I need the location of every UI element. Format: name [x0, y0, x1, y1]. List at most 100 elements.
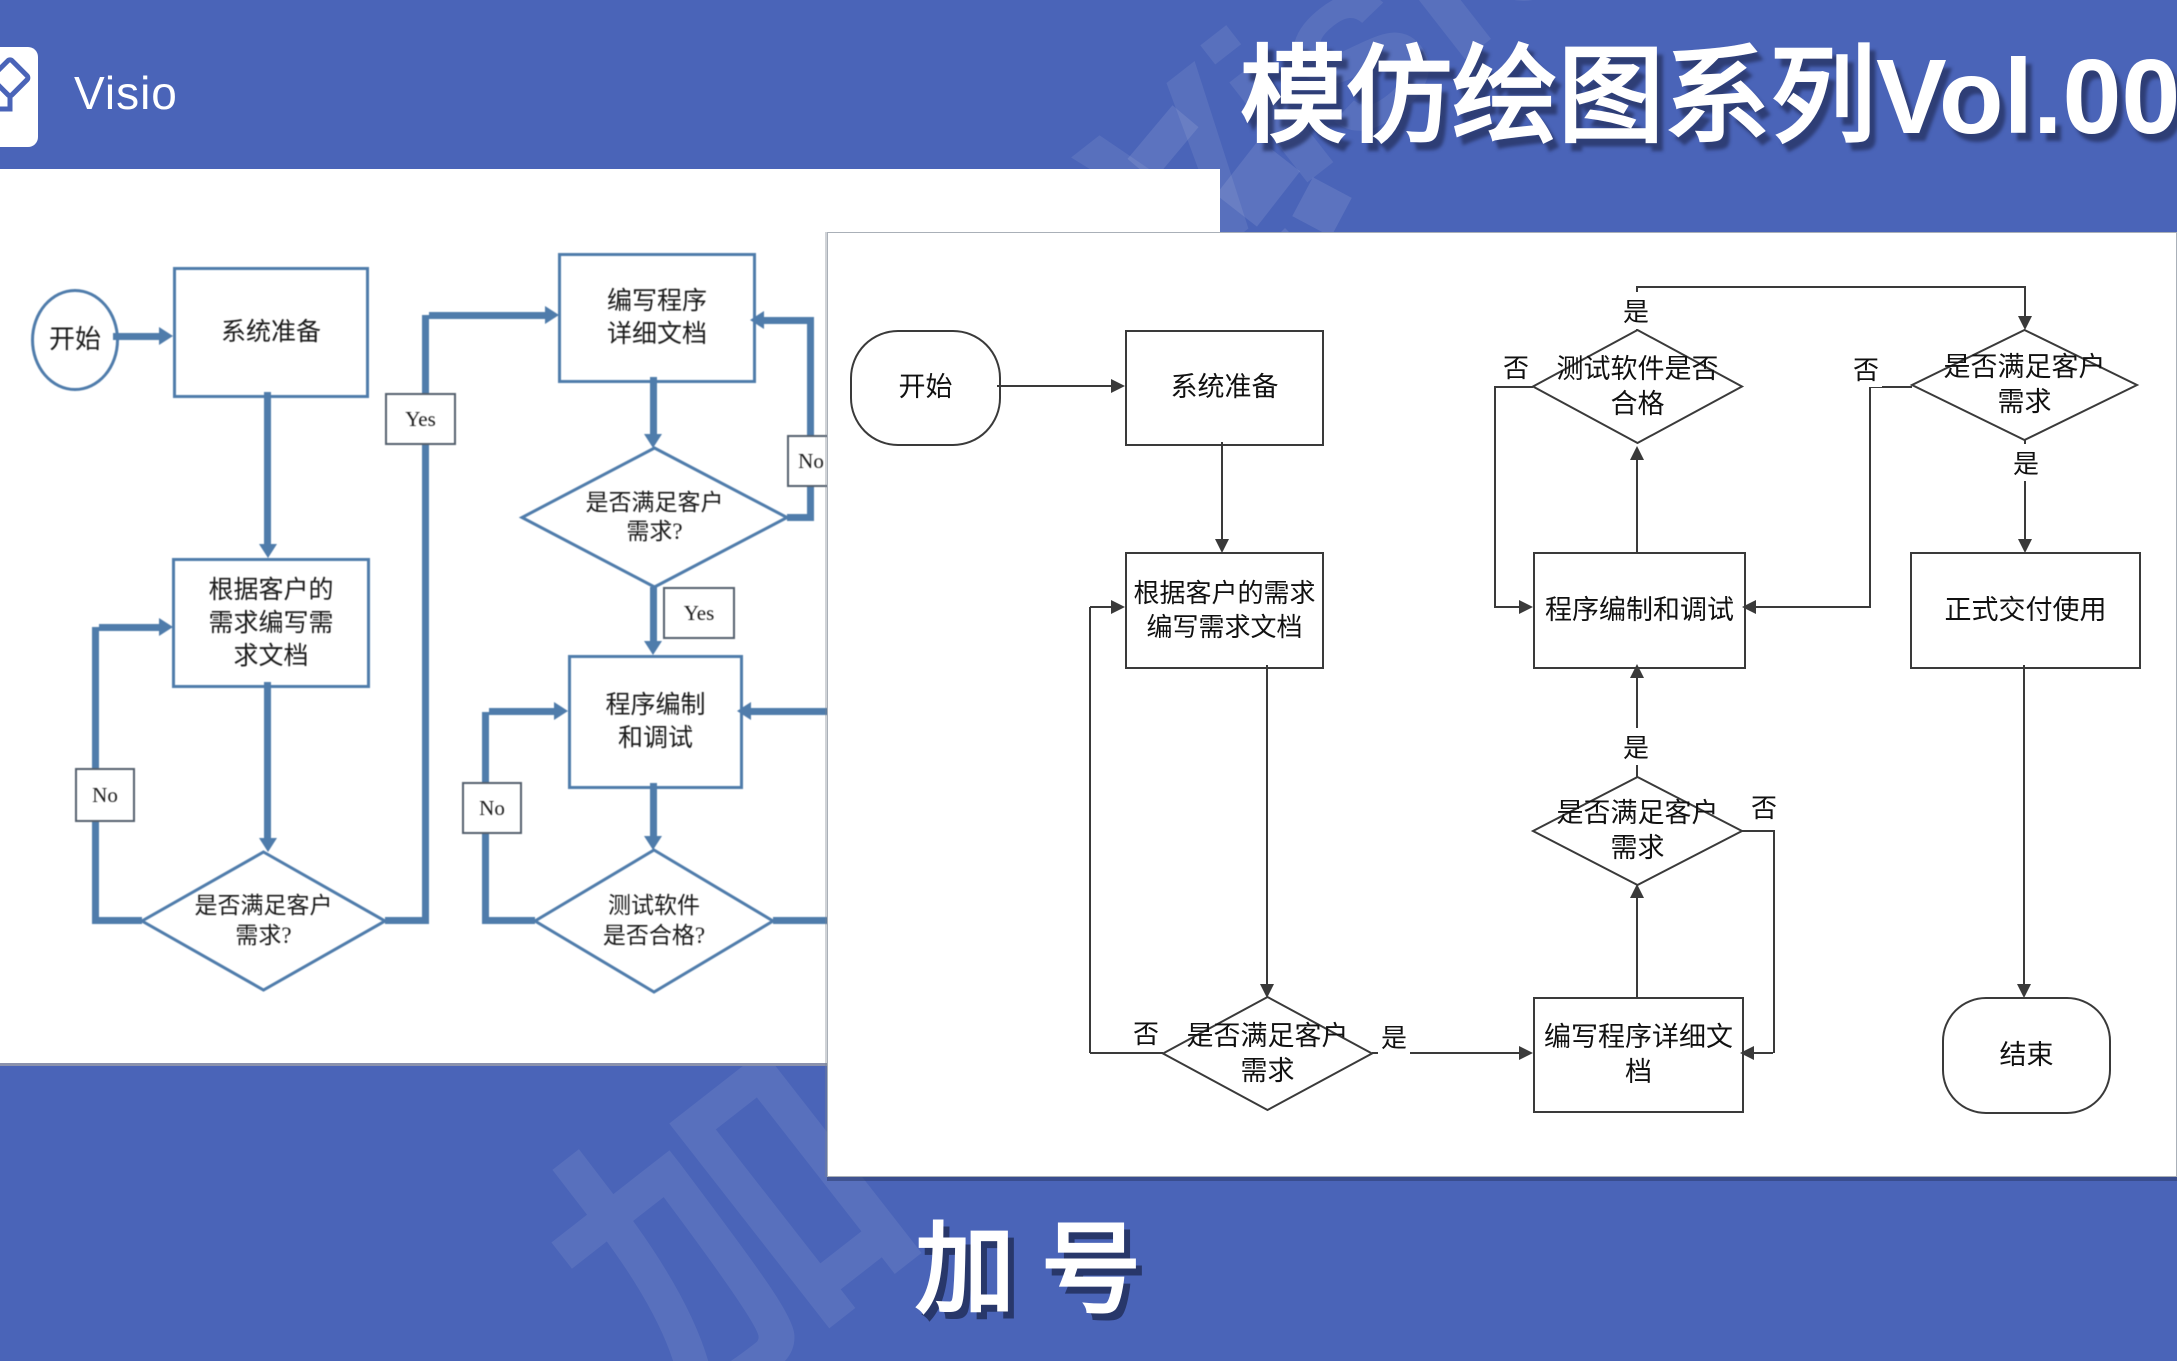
connector: [1494, 386, 1533, 388]
connector: [1742, 830, 1775, 832]
connector: [1756, 606, 1870, 608]
connector: [2024, 440, 2026, 539]
flow-node-program: 程序编制和调试: [568, 655, 743, 789]
connector: [1494, 387, 1496, 608]
connector: [385, 917, 425, 924]
arrowhead: [1630, 664, 1644, 678]
flow-decision-test: 测试软件是否合格?: [535, 850, 773, 992]
label-yes: 是: [1378, 1018, 1411, 1055]
arrowhead: [1519, 1046, 1533, 1060]
connector: [2024, 287, 2026, 317]
flow-decision-meet-need-1: 是否满足客户需求?: [142, 852, 385, 990]
connector: [1090, 1052, 1163, 1054]
label-no: 否: [1850, 350, 1883, 387]
flow-node-start: 开始: [31, 289, 119, 391]
visio-logo-glyph: [0, 57, 31, 112]
connector: [489, 708, 554, 715]
label-no: No: [462, 782, 522, 834]
arrowhead: [644, 836, 662, 850]
arrowhead: [159, 618, 173, 636]
connector: [95, 917, 142, 924]
label-no: No: [75, 768, 135, 822]
flow-node-deliver: 正式交付使用: [1910, 552, 2141, 669]
connector: [1496, 606, 1519, 608]
flow-decision-test: 测试软件是否合格: [1533, 330, 1742, 443]
connector: [1636, 898, 1638, 997]
arrowhead: [644, 641, 662, 655]
arrowhead: [750, 311, 764, 329]
arrowhead: [1519, 600, 1533, 614]
connector: [1773, 831, 1775, 1053]
label-no: 否: [1500, 348, 1533, 385]
arrowhead: [737, 702, 751, 720]
flow-node-prepare: 系统准备: [1125, 330, 1324, 446]
label-yes: 是: [2010, 444, 2043, 481]
arrowhead: [1630, 884, 1644, 898]
page-title: 模仿绘图系列Vol.00: [1240, 38, 2177, 156]
connector: [997, 385, 1111, 387]
connector: [489, 917, 535, 924]
flow-node-end: 结束: [1942, 997, 2111, 1114]
connector: [1089, 607, 1091, 1053]
label-no: 否: [1130, 1014, 1163, 1051]
label-no: 否: [1748, 788, 1781, 825]
connector: [113, 333, 159, 340]
arrowhead: [1111, 600, 1125, 614]
connector: [1372, 1052, 1519, 1054]
connector: [1221, 442, 1223, 539]
flow-decision-meet-need-2: 是否满足客户需求?: [522, 448, 787, 587]
label-yes: Yes: [385, 393, 456, 445]
flow-node-write-req: 根据客户的需求编写需求文档: [172, 558, 370, 688]
arrowhead: [259, 544, 277, 558]
connector: [2023, 665, 2025, 984]
connector: [1636, 460, 1638, 552]
footer-caption: 加号: [915, 1214, 1167, 1326]
arrowhead: [554, 702, 568, 720]
arrowhead: [2017, 984, 2031, 998]
connector: [1870, 386, 1912, 388]
brand-name: Visio: [74, 67, 178, 119]
connector: [650, 783, 657, 836]
arrowhead: [1740, 1046, 1754, 1060]
flow-node-detail-doc: 编写程序详细文档: [1533, 997, 1744, 1113]
flow-decision-meet-need-bottom: 是否满足客户需求: [1163, 997, 1372, 1110]
arrowhead: [1630, 446, 1644, 460]
connector: [264, 392, 271, 544]
label-yes: 是: [1620, 292, 1653, 329]
connector: [787, 514, 814, 521]
flow-node-detail-doc: 编写程序详细文档: [558, 253, 756, 383]
label-yes: 是: [1620, 728, 1653, 765]
label-yes: Yes: [663, 587, 735, 639]
connector: [1869, 387, 1871, 608]
connector: [422, 315, 429, 924]
arrowhead: [545, 306, 559, 324]
connector: [751, 708, 840, 715]
connector: [764, 317, 814, 324]
connector: [773, 917, 840, 924]
connector: [1266, 665, 1268, 984]
arrowhead: [259, 838, 277, 852]
connector: [429, 312, 545, 319]
flow-node-prepare: 系统准备: [173, 267, 369, 398]
connector: [1636, 678, 1638, 777]
connector: [807, 320, 814, 521]
arrowhead: [159, 327, 173, 345]
flow-decision-meet-need-top: 是否满足客户需求: [1912, 330, 2137, 440]
connector: [650, 587, 657, 641]
flow-node-write-req: 根据客户的需求编写需求文档: [1125, 552, 1324, 669]
connector: [1090, 606, 1111, 608]
arrowhead: [1260, 984, 1274, 998]
arrowhead: [2018, 539, 2032, 553]
connector: [264, 682, 271, 838]
arrowhead: [1215, 539, 1229, 553]
arrowhead: [2018, 316, 2032, 330]
connector: [1754, 1052, 1773, 1054]
arrowhead: [1742, 600, 1756, 614]
visio-logo-icon: [0, 47, 38, 147]
connector: [1636, 286, 2026, 288]
flow-node-program: 程序编制和调试: [1533, 552, 1746, 669]
arrowhead: [644, 434, 662, 448]
